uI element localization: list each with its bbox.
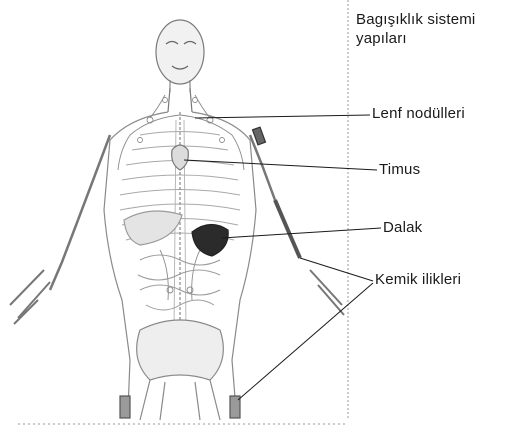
right-leg	[195, 380, 220, 420]
right-forearm	[275, 200, 300, 258]
spleen-organ	[192, 224, 228, 256]
intestines	[138, 255, 220, 310]
label-thymus: Timus	[379, 161, 420, 179]
right-humerus-marrow	[253, 127, 266, 145]
leader-kemik-arm	[300, 258, 373, 281]
label-spleen: Dalak	[383, 219, 422, 237]
diagram-title: Bagışıklık sistemi yapıları	[356, 10, 514, 48]
label-bone-marrow: Kemik ilikleri	[375, 271, 461, 289]
left-upper-arm	[78, 135, 110, 220]
liver-shape	[124, 211, 182, 245]
label-lymph-nodes: Lenf nodülleri	[372, 105, 465, 123]
pelvis-shape	[137, 320, 224, 380]
leader-kemik-leg	[238, 283, 373, 400]
thymus-organ	[172, 145, 189, 170]
left-forearm	[50, 220, 78, 290]
neck-shape	[168, 88, 192, 112]
leader-dalak	[222, 228, 381, 238]
right-hand	[310, 270, 344, 315]
left-leg	[140, 380, 165, 420]
human-figure	[10, 20, 344, 420]
left-hand	[10, 270, 50, 324]
skull-shape	[156, 20, 204, 84]
left-femur-end	[120, 396, 130, 418]
leader-lenf	[195, 115, 370, 118]
